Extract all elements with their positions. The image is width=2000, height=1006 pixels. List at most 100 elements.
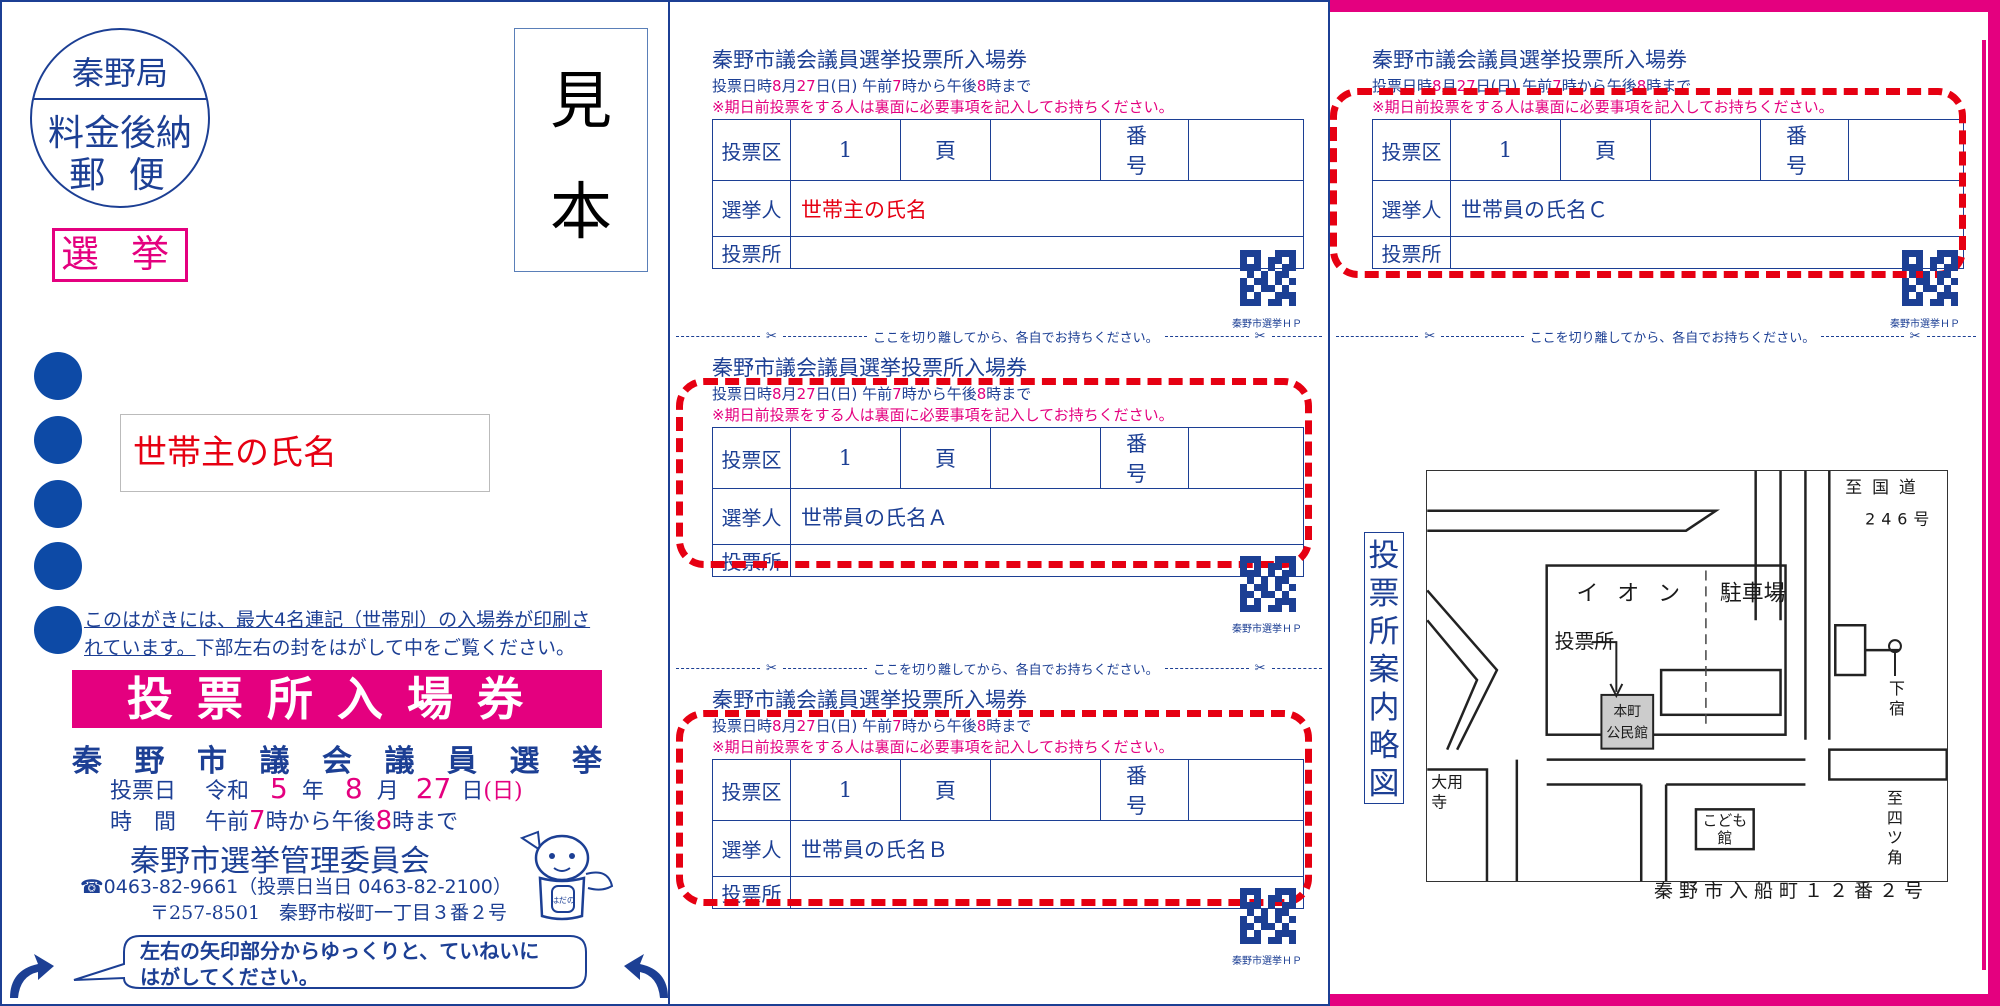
map-label-yotsukado-4: 角 [1887, 848, 1903, 867]
ticket-table: 投票区 1 頁 番 号 選挙人 世帯員の氏名Ａ 投票所 [712, 427, 1304, 577]
contact-phone: ☎0463-82-9661（投票日当日 0463-82-2100） [80, 876, 512, 898]
ticket-title: 秦野市議会議員選挙投票所入場券 [1372, 48, 1687, 72]
map-label-aeon: イ オ ン [1577, 581, 1686, 606]
qr-label: 秦野市選挙ＨＰ [1232, 624, 1302, 635]
election-name-char: 選 [509, 744, 540, 779]
election-name-char: 議 [384, 744, 415, 779]
number-value [1188, 119, 1304, 181]
time-mid1: 月 [781, 77, 797, 95]
time-mid2: 日(日) 午前 [815, 717, 893, 735]
time-to: 8 [1636, 77, 1647, 95]
time-month: 8 [772, 385, 782, 403]
label-district: 投票区 [712, 427, 791, 489]
qr-label: 秦野市選挙ＨＰ [1890, 319, 1960, 330]
voter-name: 世帯員の氏名Ｃ [1450, 180, 1964, 237]
scissors-icon: ✂ [1254, 328, 1266, 344]
label-district: 投票区 [712, 119, 791, 181]
panel-divider-left [668, 0, 670, 1006]
time-mid2: 日(日) 午前 [815, 77, 893, 95]
barcode-dot [34, 480, 82, 528]
polling-place-value [790, 544, 1304, 577]
label-district: 投票区 [1372, 119, 1451, 181]
time-mid1: 月 [781, 717, 797, 735]
map-label-246: 246号 [1865, 510, 1935, 529]
time-mid3: 時から午後 [901, 77, 977, 95]
peel-arrow-right-icon [624, 954, 668, 998]
time-day: 27 [796, 77, 816, 95]
sample-char-2: 本 [549, 174, 612, 248]
red-dashed-highlight [1330, 88, 1966, 278]
time-pre: 投票日時 [712, 717, 773, 735]
vote-time-from-hour: 7 [249, 806, 266, 836]
time-pre: 投票日時 [712, 77, 773, 95]
time-end: 時まで [986, 385, 1032, 403]
scissors-icon: ✂ [766, 328, 777, 344]
vote-time-from-pre: 午前 [205, 810, 250, 835]
map-label-yotsukado-3: ツ [1887, 828, 1903, 847]
notice-rest: 下部左右の封をはがして中をご覧ください。 [195, 637, 575, 659]
map-label-temple-1: 大用 [1431, 772, 1463, 791]
page-value [990, 427, 1101, 489]
label-voter: 選挙人 [712, 180, 791, 237]
vote-time-end: 時まで [392, 810, 459, 835]
label-number: 番 号 [1100, 759, 1189, 821]
map-label-parking: 駐車場 [1720, 581, 1786, 606]
label-polling-place: 投票所 [1372, 236, 1451, 269]
peel-instruction-line2: はがしてください。 [140, 965, 319, 989]
map-label-temple-2: 寺 [1431, 792, 1447, 811]
map-title-char: 投 [1368, 538, 1400, 574]
cut-line: ✂ ここを切り離してから、各自でお持ちください。 ✂ [670, 658, 1328, 678]
time-mid2: 日(日) 午前 [815, 385, 893, 403]
cut-instruction: ここを切り離してから、各自でお持ちください。 [1529, 330, 1816, 346]
time-mid3: 時から午後 [901, 385, 977, 403]
admission-ticket: 秦野市議会議員選挙投票所入場券 投票日時8月27日(日) 午前7時から午後8時ま… [712, 44, 1304, 269]
time-month: 8 [1432, 77, 1442, 95]
time-day: 27 [796, 717, 816, 735]
map-title: 投票所案内略図 [1364, 532, 1404, 804]
number-value [1188, 427, 1304, 489]
election-name-char: 議 [259, 744, 290, 779]
time-pre: 投票日時 [712, 385, 773, 403]
peel-instruction-line1: 左右の矢印部分からゆっくりと、ていねいに [140, 939, 540, 963]
vote-time-label: 時 間 [110, 810, 177, 835]
map-title-char: 図 [1368, 766, 1400, 802]
ticket-time: 投票日時8月27日(日) 午前7時から午後8時まで [712, 75, 1304, 96]
map-label-yotsukado-1: 至 [1887, 788, 1903, 807]
time-month: 8 [772, 717, 782, 735]
ticket-table: 投票区 1 頁 番 号 選挙人 世帯主の氏名 投票所 [712, 119, 1304, 269]
page-value [990, 119, 1101, 181]
peel-instruction: 左右の矢印部分からゆっくりと、ていねいに はがしてください。 [140, 938, 560, 990]
election-name: 秦野市議会議員選挙 [72, 736, 602, 780]
district-number: 1 [790, 759, 901, 821]
qr-code-icon [1902, 250, 1958, 306]
committee-address: 〒257-8501 秦野市桜町一丁目３番２号 [150, 902, 508, 924]
district-number: 1 [790, 427, 901, 489]
notice-text: このはがきには、最大4名連記（世帯別）の入場券が印刷されています。下部左右の封を… [84, 606, 604, 662]
time-end: 時まで [986, 77, 1032, 95]
ticket-title: 秦野市議会議員選挙投票所入場券 [712, 688, 1027, 712]
time-mid3: 時から午後 [901, 717, 977, 735]
voter-name: 世帯員の氏名Ａ [790, 488, 1304, 545]
election-committee: 秦野市選挙管理委員会 [130, 844, 430, 879]
label-page: 頁 [900, 119, 991, 181]
label-district: 投票区 [712, 759, 791, 821]
sample-char-1: 見 [549, 63, 612, 137]
addressee-name: 世帯主の氏名 [120, 414, 490, 492]
pink-border-right [1330, 0, 2000, 1006]
ticket-title: 秦野市議会議員選挙投票所入場券 [712, 48, 1027, 72]
time-end: 時まで [986, 717, 1032, 735]
vote-date-month-unit: 月 [376, 779, 399, 804]
ticket-title: 秦野市議会議員選挙投票所入場券 [712, 356, 1027, 380]
panel-divider-right [1328, 0, 1330, 1006]
cut-instruction: ここを切り離してから、各自でお持ちください。 [873, 330, 1159, 346]
election-name-char: 員 [447, 744, 477, 779]
map-title-char: 略 [1368, 728, 1400, 764]
map-label-shimojuku-2: 宿 [1889, 699, 1905, 718]
qr-code-icon [1240, 250, 1296, 306]
stamp-deferred-payment: 料金後納 [47, 113, 192, 154]
election-name-char: 野 [134, 744, 165, 779]
admission-ticket: 秦野市議会議員選挙投票所入場券 投票日時8月27日(日) 午前7時から午後8時ま… [712, 352, 1304, 577]
map-label-yotsukado-2: 四 [1887, 808, 1903, 827]
map-title-char: 所 [1368, 614, 1400, 650]
